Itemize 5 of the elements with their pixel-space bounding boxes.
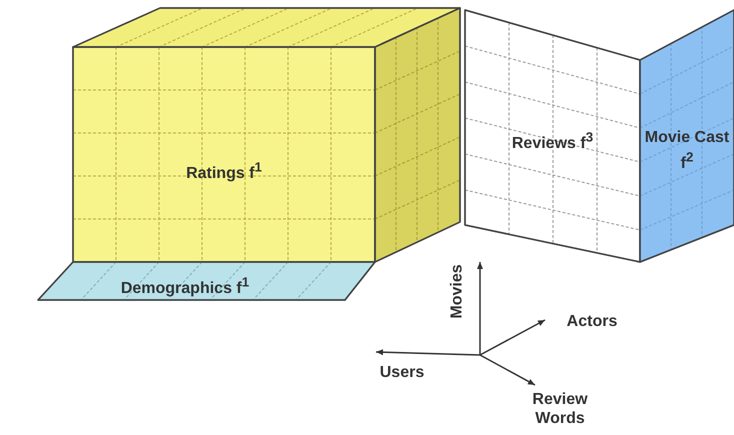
axis-label: Users (378, 363, 426, 382)
axis-label: Review Words (531, 390, 589, 428)
face-label: Movie Cast f$^{2}$ (644, 129, 730, 172)
axis-label: Movies (448, 263, 466, 321)
axis-label: Actors (566, 312, 618, 331)
